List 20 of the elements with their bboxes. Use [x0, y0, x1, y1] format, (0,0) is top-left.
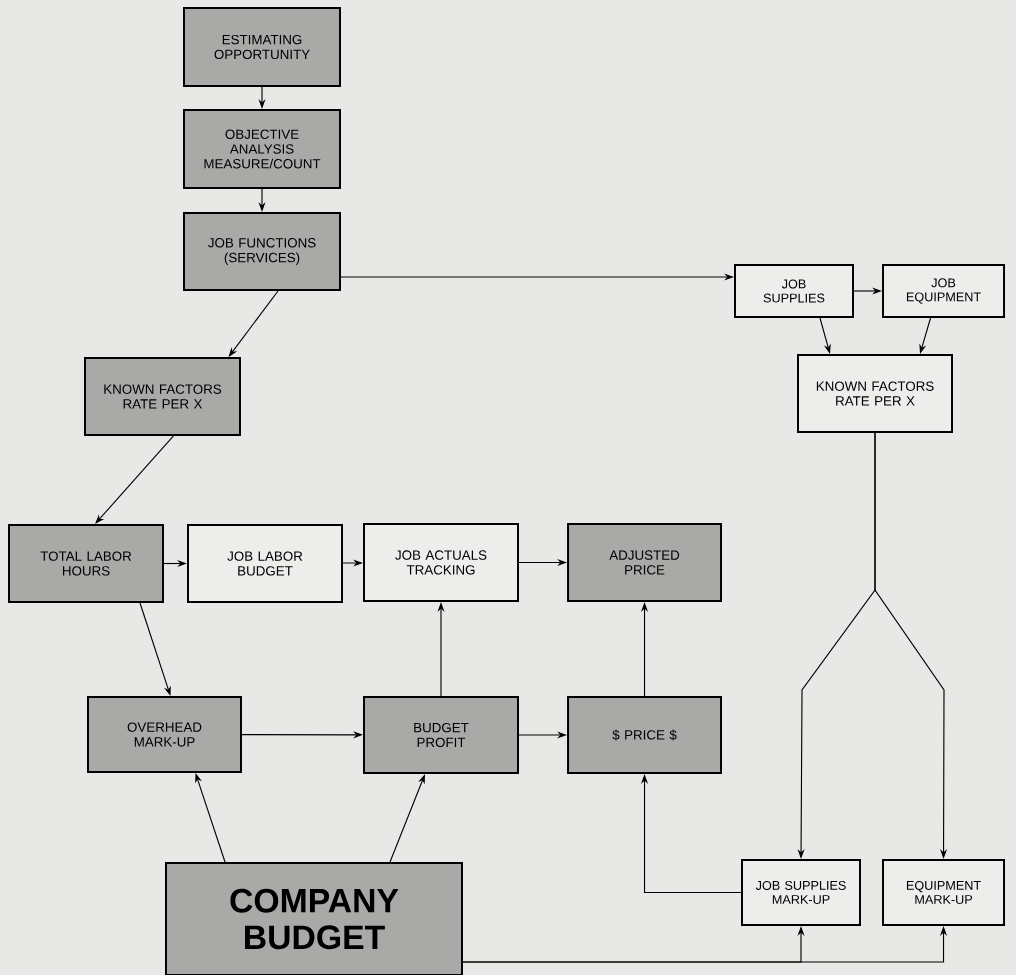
arrow [95, 435, 175, 524]
process-box: ESTIMATING OPPORTUNITY [183, 7, 341, 87]
process-box: OVERHEAD MARK-UP [87, 696, 242, 773]
arrow [228, 290, 279, 357]
process-box: KNOWN FACTORS RATE PER X [84, 357, 241, 436]
process-box: JOB FUNCTIONS (SERVICES) [183, 212, 341, 291]
arrow [389, 774, 425, 863]
process-box: BUDGET PROFIT [363, 696, 519, 774]
process-box: TOTAL LABOR HOURS [8, 524, 164, 603]
process-box: EQUIPMENT MARK-UP [882, 859, 1005, 926]
process-box: ADJUSTED PRICE [567, 523, 722, 602]
process-box: JOB LABOR BUDGET [187, 524, 343, 603]
process-box: JOB SUPPLIES [734, 264, 854, 318]
process-box: JOB ACTUALS TRACKING [363, 523, 519, 602]
process-box: OBJECTIVE ANALYSIS MEASURE/COUNT [183, 109, 341, 189]
process-box: COMPANY BUDGET [165, 862, 463, 975]
process-box: JOB SUPPLIES MARK-UP [741, 859, 861, 926]
process-box: JOB EQUIPMENT [882, 264, 1005, 318]
process-box: $ PRICE $ [567, 696, 722, 774]
process-box: KNOWN FACTORS RATE PER X [797, 354, 953, 433]
